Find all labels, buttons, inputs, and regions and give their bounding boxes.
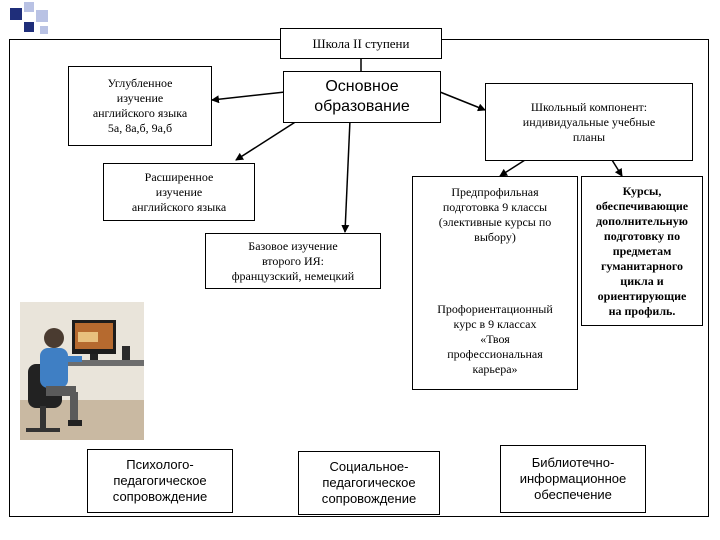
social-support-box: Социальное- педагогическое сопровождение — [298, 451, 440, 515]
social-support-text: Социальное- педагогическое сопровождение — [321, 459, 417, 506]
career-course-text: Профориентационный курс в 9 классах «Тво… — [437, 302, 553, 376]
second-language-box: Базовое изучение второго ИЯ: французский… — [205, 233, 381, 289]
school-component-text: Школьный компонент: индивидуальные учебн… — [522, 99, 656, 144]
title-box: Школа II ступени — [280, 28, 442, 59]
career-course-box: Профориентационный курс в 9 классах «Тво… — [412, 290, 578, 390]
courses-text: Курсы, обеспечивающие дополнительную под… — [595, 183, 689, 318]
arrow-to-extended-english — [235, 118, 301, 161]
arrow-to-courses — [611, 159, 623, 177]
deep-english-text: Углубленное изучение английского языка 5… — [92, 76, 188, 135]
preprofile-text: Предпрофильная подготовка 9 классы (элек… — [438, 185, 552, 244]
extended-english-text: Расширенное изучение английского языка — [131, 169, 227, 214]
library-support-text: Библиотечно- информационное обеспечение — [519, 455, 627, 502]
arrow-to-second-language — [341, 119, 351, 233]
library-support-box: Библиотечно- информационное обеспечение — [500, 445, 646, 513]
courses-box: Курсы, обеспечивающие дополнительную под… — [581, 176, 703, 326]
basic-education-text: Основное образование — [314, 78, 410, 115]
psych-support-box: Психолого- педагогическое сопровождение — [87, 449, 233, 513]
deep-english-box: Углубленное изучение английского языка 5… — [68, 66, 212, 146]
second-language-text: Базовое изучение второго ИЯ: французский… — [231, 238, 355, 283]
student-at-computer-photo — [20, 302, 144, 440]
arrow-to-deep-english — [211, 91, 286, 104]
title-text: Школа II ступени — [312, 35, 410, 51]
basic-education-box: Основное образование — [283, 71, 441, 123]
extended-english-box: Расширенное изучение английского языка — [103, 163, 255, 221]
psych-support-text: Психолого- педагогическое сопровождение — [112, 457, 208, 504]
school-component-box: Школьный компонент: индивидуальные учебн… — [485, 83, 693, 161]
arrow-to-school-component — [439, 91, 486, 112]
arrow-to-preprofile — [499, 159, 526, 177]
